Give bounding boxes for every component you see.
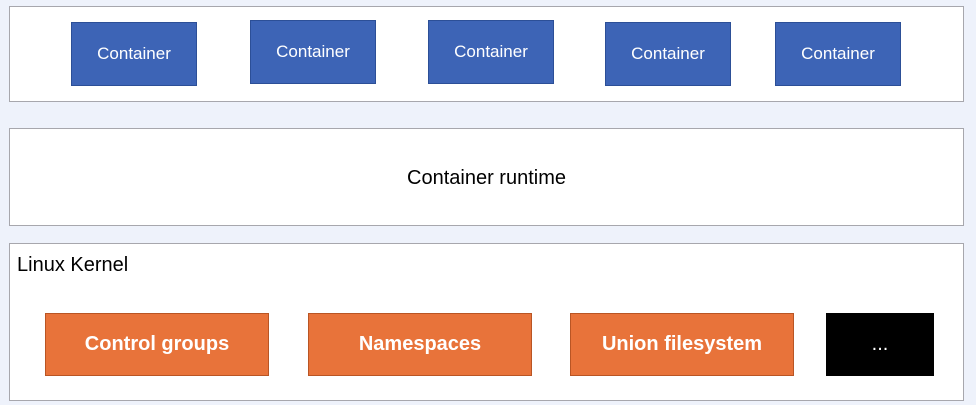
container-runtime-label: Container runtime	[407, 167, 566, 189]
container-box: Container	[250, 20, 376, 84]
namespaces-box: Namespaces	[308, 313, 532, 376]
more-features-box: ...	[826, 313, 934, 376]
control-groups-box: Control groups	[45, 313, 269, 376]
container-box: Container	[71, 22, 197, 86]
container-runtime-layer: Container runtime	[9, 128, 964, 226]
linux-kernel-label: Linux Kernel	[17, 254, 129, 276]
linux-kernel-layer: Linux Kernel Control groups Namespaces U…	[9, 243, 964, 401]
containers-layer: Container Container Container Container …	[9, 6, 964, 102]
container-box: Container	[775, 22, 901, 86]
union-filesystem-box: Union filesystem	[570, 313, 794, 376]
container-box: Container	[428, 20, 554, 84]
container-box: Container	[605, 22, 731, 86]
